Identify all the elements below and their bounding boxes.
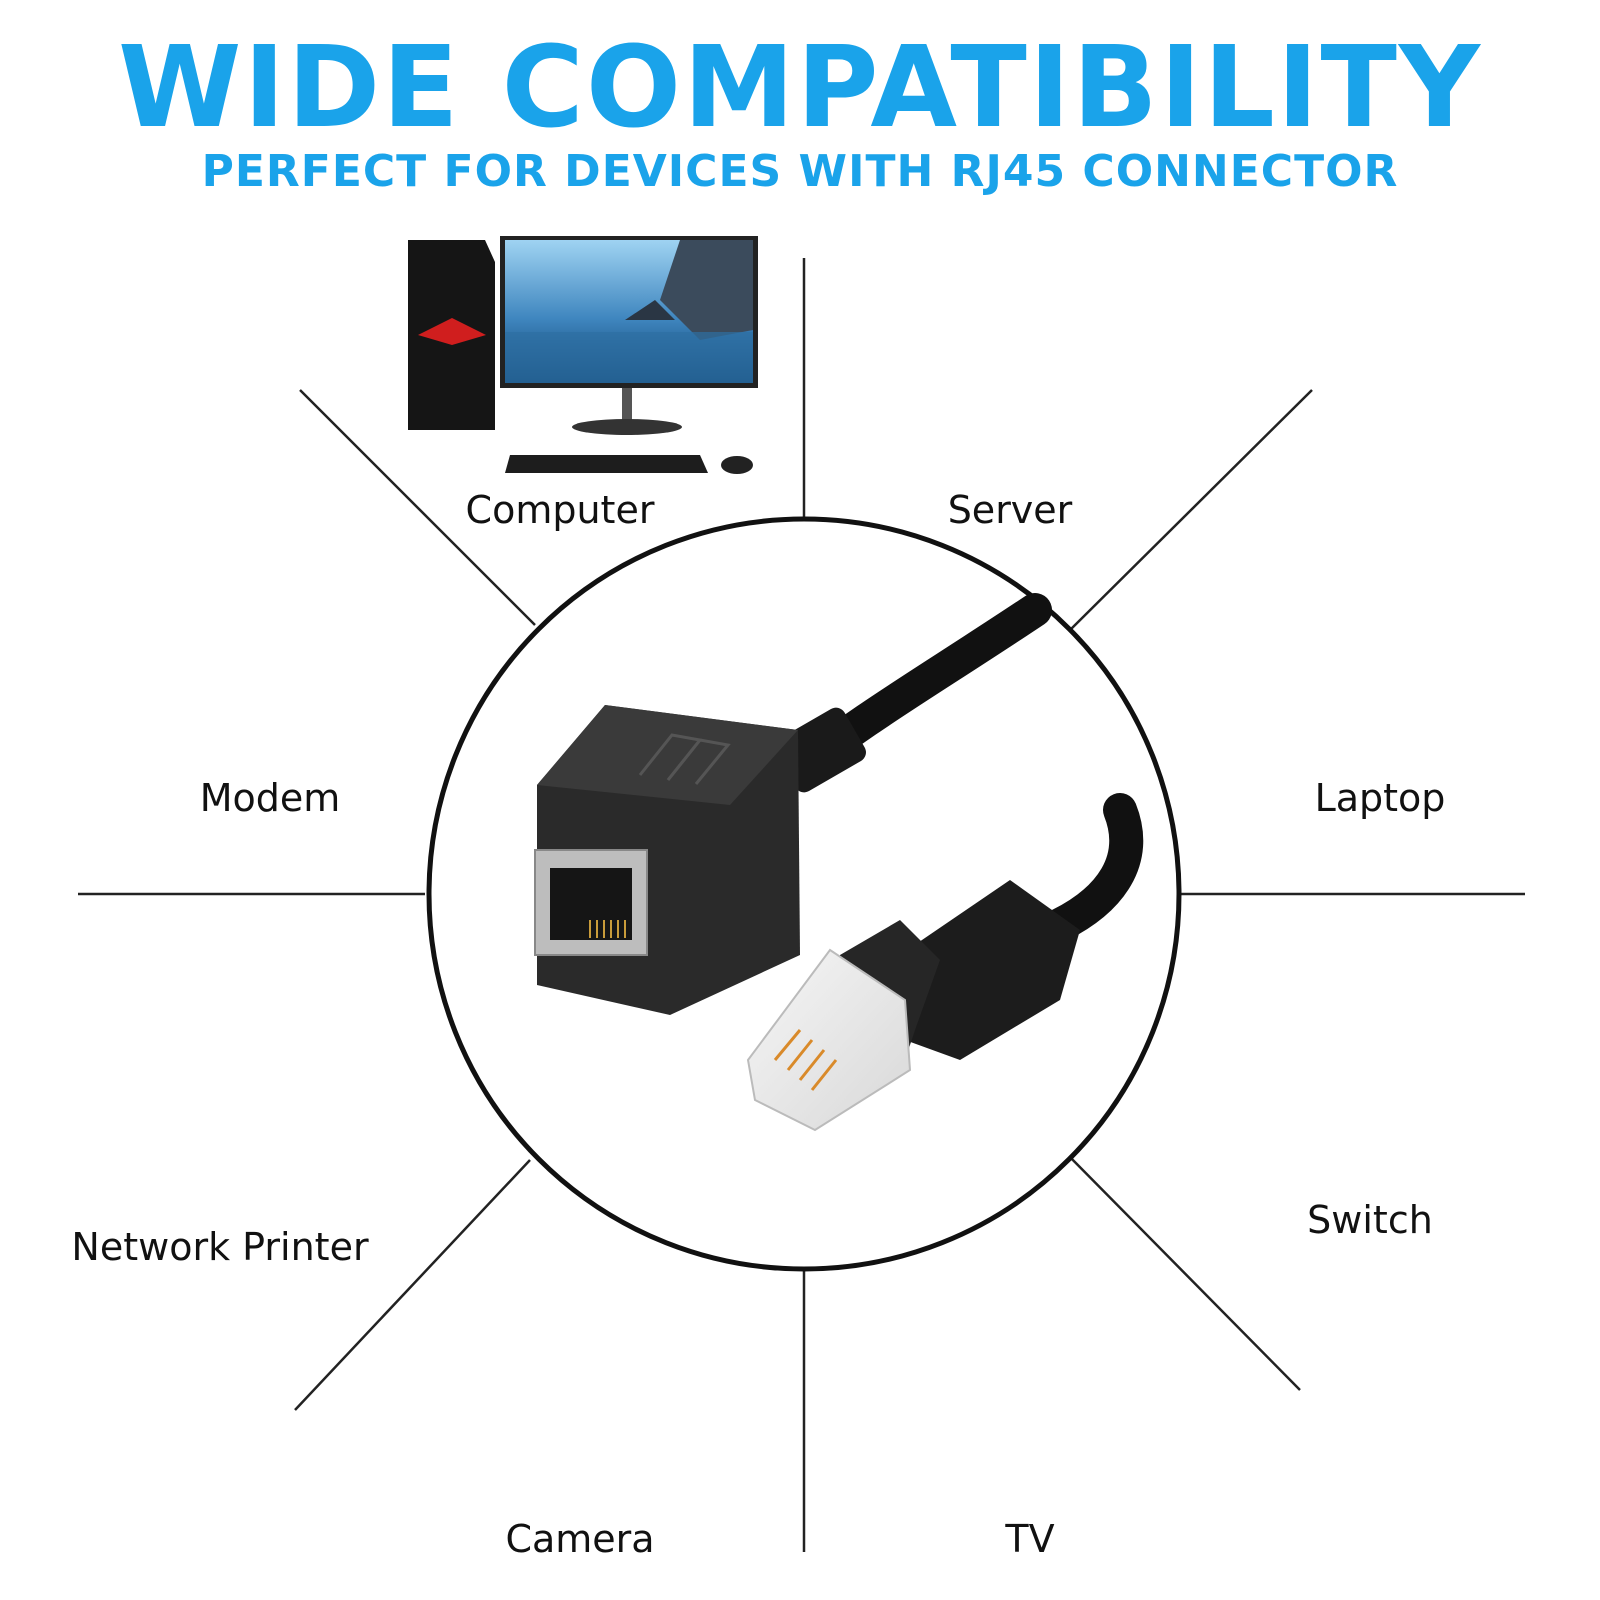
label-network-printer: Network Printer xyxy=(71,1225,369,1269)
page-subtitle: PERFECT FOR DEVICES WITH RJ45 CONNECTOR xyxy=(201,146,1399,197)
female-rj45-jack xyxy=(534,705,800,1015)
divider-bottom-right xyxy=(1062,1149,1301,1391)
rj45-extension-cable-icon xyxy=(426,516,1182,1272)
page-title: WIDE COMPATIBILITY xyxy=(118,23,1482,153)
divider-top-left xyxy=(299,389,536,626)
label-modem: Modem xyxy=(199,776,341,820)
label-switch: Switch xyxy=(1307,1198,1433,1242)
label-camera: Camera xyxy=(505,1517,655,1561)
label-server: Server xyxy=(947,488,1073,532)
label-laptop: Laptop xyxy=(1314,776,1446,820)
label-tv: TV xyxy=(1005,1517,1055,1561)
divider-top-right xyxy=(1064,389,1313,636)
label-computer: Computer xyxy=(465,488,655,532)
divider-lines xyxy=(78,258,1525,1552)
male-rj45-plug xyxy=(746,880,1080,1132)
desktop-computer-icon xyxy=(408,236,758,474)
divider-bottom-left xyxy=(294,1159,531,1411)
